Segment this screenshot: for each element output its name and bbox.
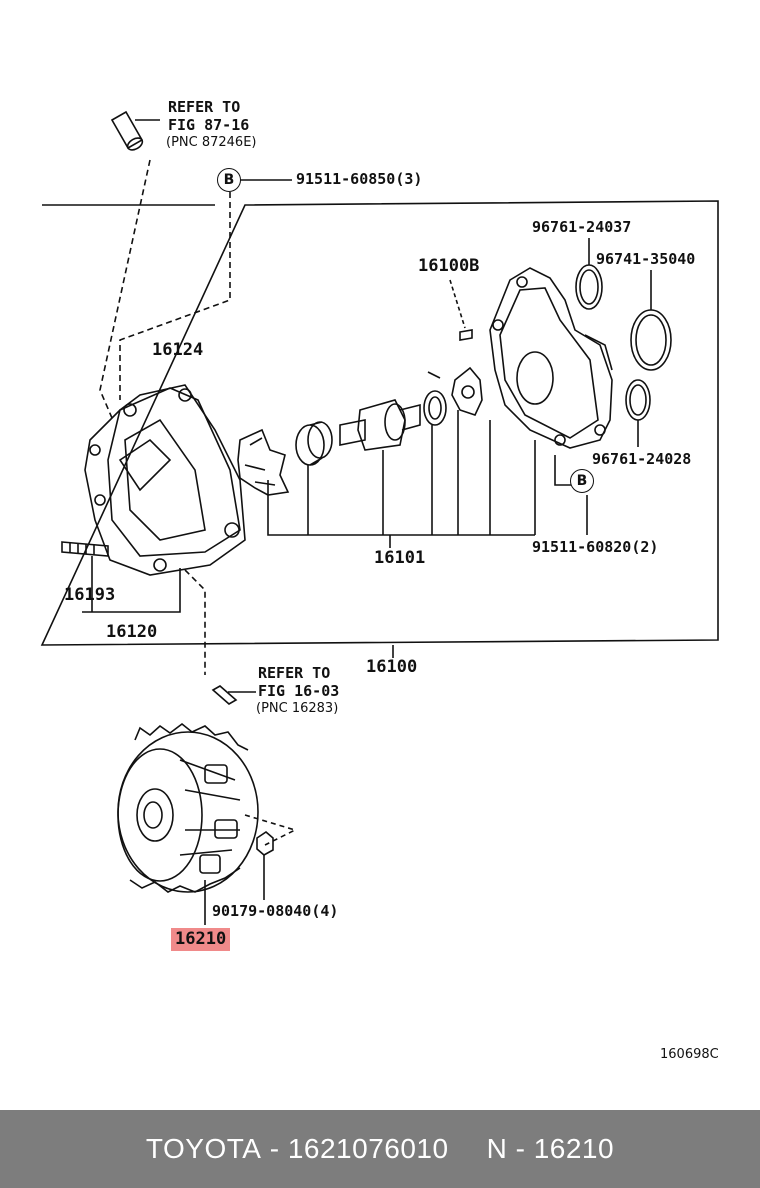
pump-housing xyxy=(84,384,246,576)
key-16100b xyxy=(459,329,473,341)
footer-separator-1: - xyxy=(261,1133,288,1164)
footer-separator-2: - xyxy=(507,1133,534,1164)
impeller xyxy=(237,428,290,496)
bolt-label-top[interactable]: 91511-60850(3) xyxy=(296,170,423,188)
seal-ring xyxy=(423,390,447,426)
part-label-16100b[interactable]: 16100B xyxy=(418,256,480,276)
seal xyxy=(295,421,333,466)
refer-pnc-top: (PNC 87246E) xyxy=(166,135,257,150)
oring-35040 xyxy=(630,309,672,371)
footer-ref-prefix: N xyxy=(486,1133,508,1164)
footer-part-number: 1621076010 xyxy=(287,1133,449,1164)
oring-label-35040[interactable]: 96741-35040 xyxy=(596,250,696,268)
assembly-frame xyxy=(40,200,719,646)
refer-pnc-bottom: (PNC 16283) xyxy=(256,701,339,716)
part-label-16210-highlighted[interactable]: 16210 xyxy=(171,928,231,951)
part-label-16100[interactable]: 16100 xyxy=(366,657,418,677)
footer-brand: TOYOTA xyxy=(145,1133,262,1164)
refer-fig-bottom: FIG 16-03 xyxy=(258,682,340,700)
part-label-16124[interactable]: 16124 xyxy=(152,340,204,360)
refer-fig-top: FIG 87-16 xyxy=(168,116,250,134)
drawing-number: 160698C xyxy=(660,1047,719,1062)
parts-diagram xyxy=(40,110,719,925)
part-label-16120[interactable]: 16120 xyxy=(106,622,158,642)
stud-16193 xyxy=(61,541,109,585)
gasket-label-24028[interactable]: 96761-24028 xyxy=(592,450,692,468)
rear-plate xyxy=(489,267,613,449)
fan-clutch xyxy=(117,722,259,893)
gasket-label-24037[interactable]: 96761-24037 xyxy=(532,218,632,236)
refer-pipe-top xyxy=(110,110,160,151)
nut-label-90179[interactable]: 90179-08040(4) xyxy=(212,902,339,920)
nut-90179 xyxy=(256,830,274,900)
refer-label-top: REFER TO xyxy=(168,98,241,116)
part-label-16101[interactable]: 16101 xyxy=(374,548,426,568)
part-label-16193[interactable]: 16193 xyxy=(64,585,116,605)
circle-b-bottom: B xyxy=(570,469,594,493)
pulley-seat xyxy=(451,366,483,416)
footer-ref-number: 16210 xyxy=(533,1133,615,1164)
refer-pipe-bottom xyxy=(211,685,256,705)
part-footer-bar: TOYOTA - 1621076010 N - 16210 xyxy=(0,1110,760,1188)
refer-label-bottom: REFER TO xyxy=(258,664,331,682)
circle-b-top: B xyxy=(217,168,241,192)
shaft-bearing xyxy=(339,399,421,451)
bolt-label-bottom[interactable]: 91511-60820(2) xyxy=(532,538,659,556)
